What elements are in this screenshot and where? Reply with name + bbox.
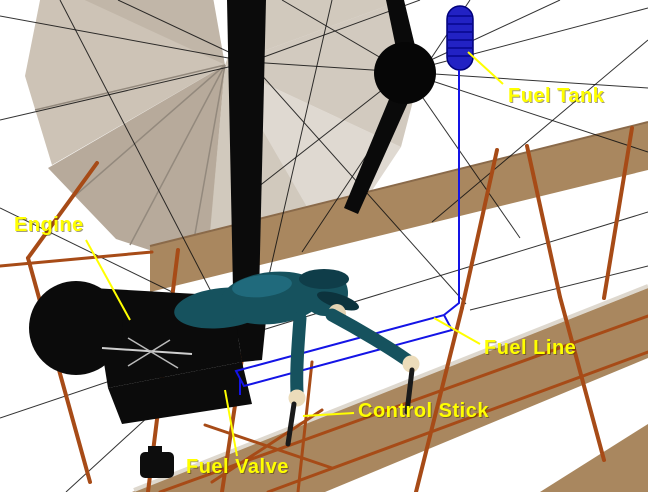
label-fuel-line: Fuel Line <box>484 337 577 359</box>
pilot-left-arm <box>290 311 307 399</box>
pilot-right-arm <box>325 308 414 367</box>
leader-engine <box>85 239 131 321</box>
label-control-stick: Control Stick <box>358 400 489 422</box>
leader-control-stick <box>302 412 355 417</box>
label-fuel-valve: Fuel Valve <box>186 456 289 478</box>
annotation-leader-lines <box>85 51 504 457</box>
lower-wing-trailing-sliver <box>540 424 648 492</box>
leader-fuel-line <box>433 317 481 345</box>
label-engine: Engine <box>14 214 84 236</box>
chain-guide-mast <box>227 0 266 338</box>
lower-wing <box>132 284 648 492</box>
pilot-left-hand <box>288 389 306 407</box>
pilot-cap <box>299 269 349 289</box>
leader-fuel-valve <box>224 389 238 457</box>
label-fuel-tank: Fuel Tank <box>508 85 605 107</box>
leader-fuel-tank <box>467 51 504 85</box>
pilot-figure <box>174 269 420 407</box>
fuel-valve-graphic <box>140 446 174 478</box>
control-stick-graphic <box>285 367 415 447</box>
fuel-tank-graphic <box>446 5 474 71</box>
pilot-right-hand <box>402 355 420 373</box>
right-propeller <box>344 0 436 214</box>
